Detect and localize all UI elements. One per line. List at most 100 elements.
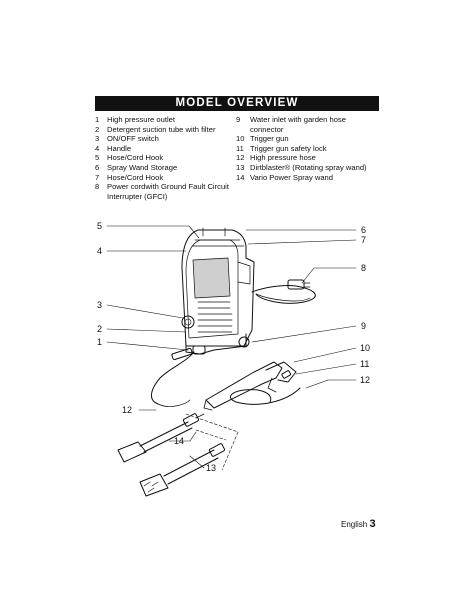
callout-number: 12 <box>122 405 132 415</box>
hose-left <box>151 351 195 405</box>
vario-wand-tip <box>195 413 205 419</box>
callout-number: 8 <box>361 263 366 273</box>
part-label: Spray Wand Storage <box>107 162 178 172</box>
vent-slots <box>197 301 233 333</box>
parts-list-left: 1 High pressure outlet 2 Detergent suction… <box>95 115 240 201</box>
part-label: Hose/Cord Hook <box>107 153 164 163</box>
part-item: 10 Trigger gun <box>236 134 381 144</box>
leader-line <box>293 347 357 363</box>
callout-numbers: 5 4 3 2 1 6 7 8 9 10 11 12 12 14 13 <box>97 221 370 473</box>
part-number: 10 <box>236 134 245 144</box>
part-number: 11 <box>236 143 244 153</box>
part-number: 6 <box>95 162 100 172</box>
leader-line <box>247 239 357 245</box>
page-footer: English 3 <box>341 518 376 530</box>
handle-grip <box>191 239 245 247</box>
gfci-plug <box>287 279 305 290</box>
power-cord-loop <box>255 293 311 302</box>
part-item: 8 Power cordwith Ground Fault Circuit Int… <box>95 182 240 201</box>
trigger-gun-grip <box>265 361 297 383</box>
footer-language: English <box>341 520 368 529</box>
part-label: Water inlet with garden hose connector <box>250 115 346 134</box>
callout-number: 2 <box>97 324 102 334</box>
leader-line <box>295 363 357 375</box>
part-number: 4 <box>95 143 100 153</box>
vario-wand-shaft <box>139 421 193 453</box>
part-label: Trigger gun <box>250 134 289 144</box>
leader-line <box>106 341 189 351</box>
handle-posts <box>202 227 226 237</box>
dirtblaster-coupling <box>208 443 226 457</box>
gfci-prongs <box>303 282 311 288</box>
part-item: 1 High pressure outlet <box>95 115 240 125</box>
pressure-washer-body <box>181 227 255 355</box>
dirtblaster-nozzle-ribs <box>143 481 159 493</box>
part-label: ON/OFF switch <box>107 134 159 144</box>
leader-line <box>106 328 187 333</box>
callout-number: 14 <box>174 436 184 446</box>
trigger-gun-barrel <box>205 361 283 409</box>
dirtblaster-nozzle <box>139 473 169 497</box>
dirtblaster-spray-wand <box>139 443 226 497</box>
part-label: Power cordwith Ground Fault Circuit Inte… <box>107 182 229 201</box>
hose-left-end <box>157 399 191 407</box>
high-pressure-outlet <box>192 345 206 355</box>
washer-base-side <box>213 333 247 351</box>
hose-coil-right <box>229 387 301 405</box>
callout-number: 3 <box>97 300 102 310</box>
high-pressure-hose <box>151 347 301 407</box>
power-cord-gfci <box>251 279 316 304</box>
page-number: 3 <box>369 518 376 530</box>
part-label: High pressure outlet <box>107 115 175 124</box>
part-number: 9 <box>236 115 241 124</box>
part-item: 6 Spray Wand Storage <box>95 163 240 173</box>
hose-coupling <box>171 347 193 361</box>
part-item: 5 Hose/Cord Hook <box>95 153 240 163</box>
part-label: High pressure hose <box>250 153 316 163</box>
vario-wand-coupling <box>182 413 200 427</box>
water-inlet-connector <box>238 336 250 348</box>
trigger-gun-nozzle-end <box>203 399 213 411</box>
part-item: 3 ON/OFF switch <box>95 134 240 144</box>
callout-number: 10 <box>360 343 370 353</box>
part-item: 13 Dirtblaster® (Rotating spray wand) <box>236 163 381 173</box>
washer-housing <box>181 229 255 347</box>
cord-hook <box>237 261 251 285</box>
part-label: Trigger gun safety lock <box>250 143 327 153</box>
trigger-lever <box>267 377 277 393</box>
part-number: 2 <box>95 124 100 134</box>
part-number: 1 <box>95 115 100 124</box>
part-number: 7 <box>95 172 100 182</box>
leader-line <box>251 325 357 343</box>
leader-line <box>305 379 329 389</box>
callout-number: 1 <box>97 337 102 347</box>
part-label: Dirtblaster® (Rotating spray wand) <box>250 162 367 172</box>
part-label: Detergent suction tube with filter <box>107 124 216 134</box>
wand-group-bracket <box>185 413 239 471</box>
part-label: Vario Power Spray wand <box>250 172 334 182</box>
part-number: 5 <box>95 153 100 163</box>
leader-line <box>106 304 184 319</box>
trigger-safety-lock <box>281 370 292 379</box>
part-number: 14 <box>236 172 245 182</box>
part-item: 14 Vario Power Spray wand <box>236 173 381 183</box>
callout-number: 13 <box>206 463 216 473</box>
washer-front-window <box>192 257 231 299</box>
part-number: 12 <box>236 153 245 163</box>
callout-number: 12 <box>360 375 370 385</box>
callout-leaders <box>106 225 357 469</box>
callout-number: 9 <box>361 321 366 331</box>
callout-number: 4 <box>97 246 102 256</box>
part-number: 3 <box>95 134 100 144</box>
callout-number: 6 <box>361 225 366 235</box>
part-number: 13 <box>236 162 245 172</box>
part-number: 8 <box>95 182 100 192</box>
part-item: 11 Trigger gun safety lock <box>236 144 381 154</box>
dirtblaster-shaft <box>163 449 219 485</box>
part-item: 2 Detergent suction tube with filter <box>95 125 240 135</box>
power-cord-coil <box>251 285 316 304</box>
